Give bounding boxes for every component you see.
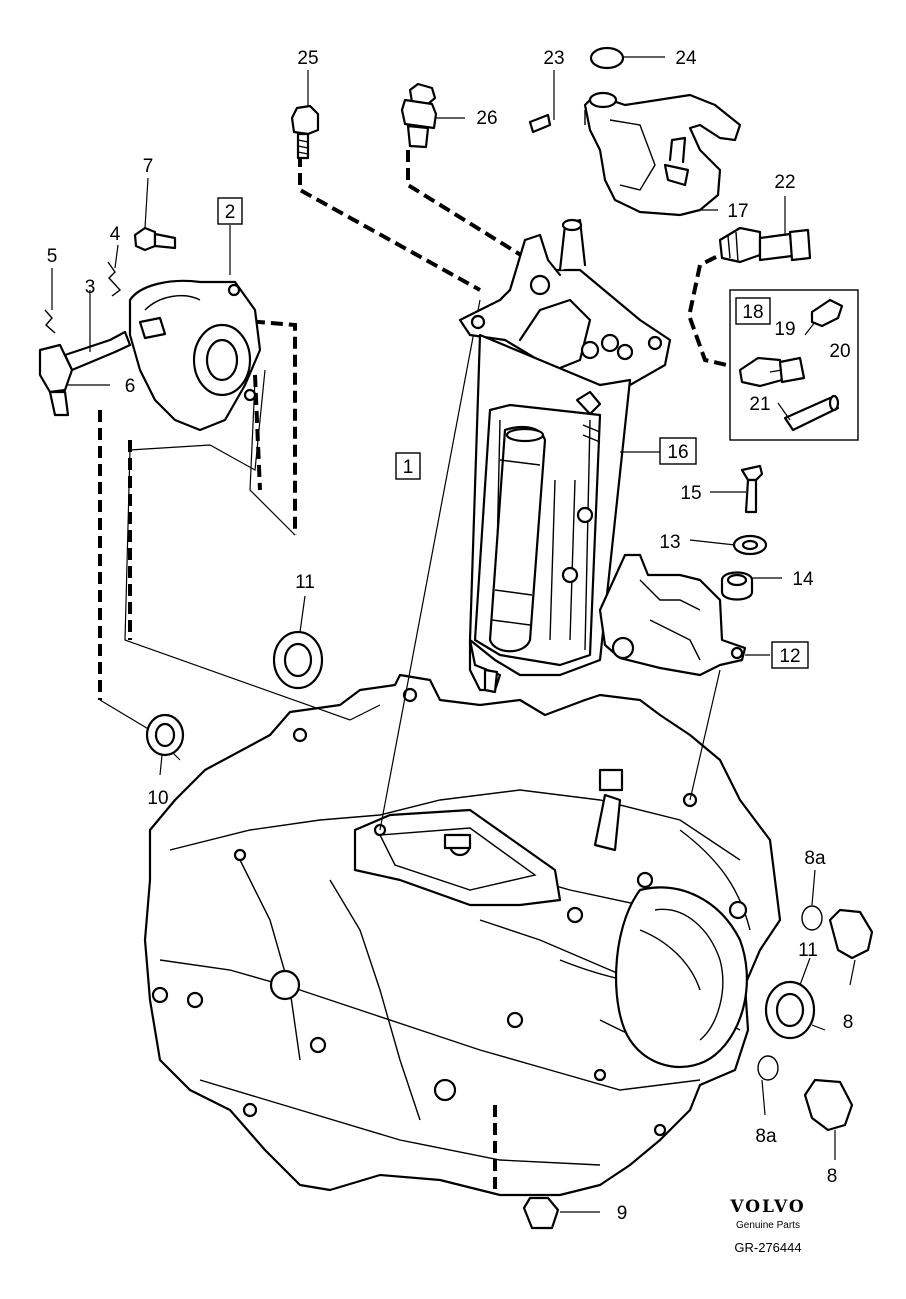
callout-9: 9 (617, 1203, 628, 1224)
callout-13: 13 (659, 532, 680, 553)
seal-11-right (764, 980, 816, 1040)
callout-8a-lower: 8a (755, 1126, 777, 1147)
callout-24: 24 (675, 48, 697, 69)
callout-19: 19 (774, 319, 795, 340)
callout-18: 18 (742, 302, 763, 323)
callout-5: 5 (47, 246, 58, 267)
clip-5 (44, 309, 56, 334)
callout-21: 21 (749, 394, 770, 415)
callout-2: 2 (225, 202, 236, 223)
seal-11-top (272, 630, 324, 690)
callout-15: 15 (680, 483, 701, 504)
plug-8-upper (801, 905, 874, 960)
footer: VOLVO Genuine Parts GR-276444 (729, 1197, 805, 1255)
bush-14 (720, 571, 754, 601)
switch-22 (718, 226, 812, 264)
selector-lever (583, 91, 742, 217)
clip-4 (107, 261, 122, 297)
gearbox-housing (143, 673, 782, 1197)
label-leaders (51, 56, 856, 1213)
callout-3: 3 (85, 277, 96, 298)
bolt-7 (133, 226, 177, 252)
callout-1: 1 (403, 457, 414, 478)
callout-22: 22 (774, 172, 795, 193)
callout-11-right: 11 (798, 940, 818, 961)
callout-8-lower: 8 (827, 1166, 838, 1187)
drawing-code: GR-276444 (734, 1240, 801, 1255)
genuine-parts-label: Genuine Parts (736, 1220, 800, 1231)
callout-11-top: 11 (295, 572, 315, 593)
callout-box-2 (217, 197, 243, 225)
washer-13 (732, 534, 768, 556)
callout-26: 26 (476, 108, 497, 129)
callout-10: 10 (147, 788, 168, 809)
callout-labels: 1 2 3 4 5 6 7 8 8 8a 8a 9 10 11 11 12 13… (47, 48, 854, 1224)
callout-box-18 (735, 297, 771, 325)
seal-10 (145, 713, 185, 757)
shift-mechanism (458, 218, 672, 694)
volvo-logo: VOLVO (729, 1197, 805, 1217)
screw-15 (740, 464, 764, 514)
callout-25: 25 (297, 48, 318, 69)
callout-17: 17 (727, 201, 748, 222)
callout-7: 7 (143, 156, 154, 177)
callout-23: 23 (543, 48, 564, 69)
sensor-26 (400, 82, 438, 149)
clutch-release-2 (128, 279, 262, 432)
callout-box-16 (659, 437, 697, 465)
bracket-12 (598, 553, 747, 677)
callout-box-1 (395, 452, 421, 480)
callout-8-upper: 8 (843, 1012, 854, 1033)
bolt-25 (290, 104, 320, 160)
callout-box-12 (771, 641, 809, 669)
pin-23 (528, 113, 552, 134)
callout-16: 16 (667, 442, 688, 463)
pipe-3 (38, 330, 132, 417)
callout-4: 4 (110, 224, 121, 245)
plug-8-lower (757, 1055, 854, 1132)
callout-14: 14 (792, 569, 814, 590)
callout-6: 6 (125, 376, 136, 397)
plug-9 (522, 1196, 560, 1230)
callout-12: 12 (779, 646, 800, 667)
callout-8a-upper: 8a (804, 848, 826, 869)
callout-20: 20 (829, 341, 850, 362)
plug-24 (589, 46, 625, 70)
